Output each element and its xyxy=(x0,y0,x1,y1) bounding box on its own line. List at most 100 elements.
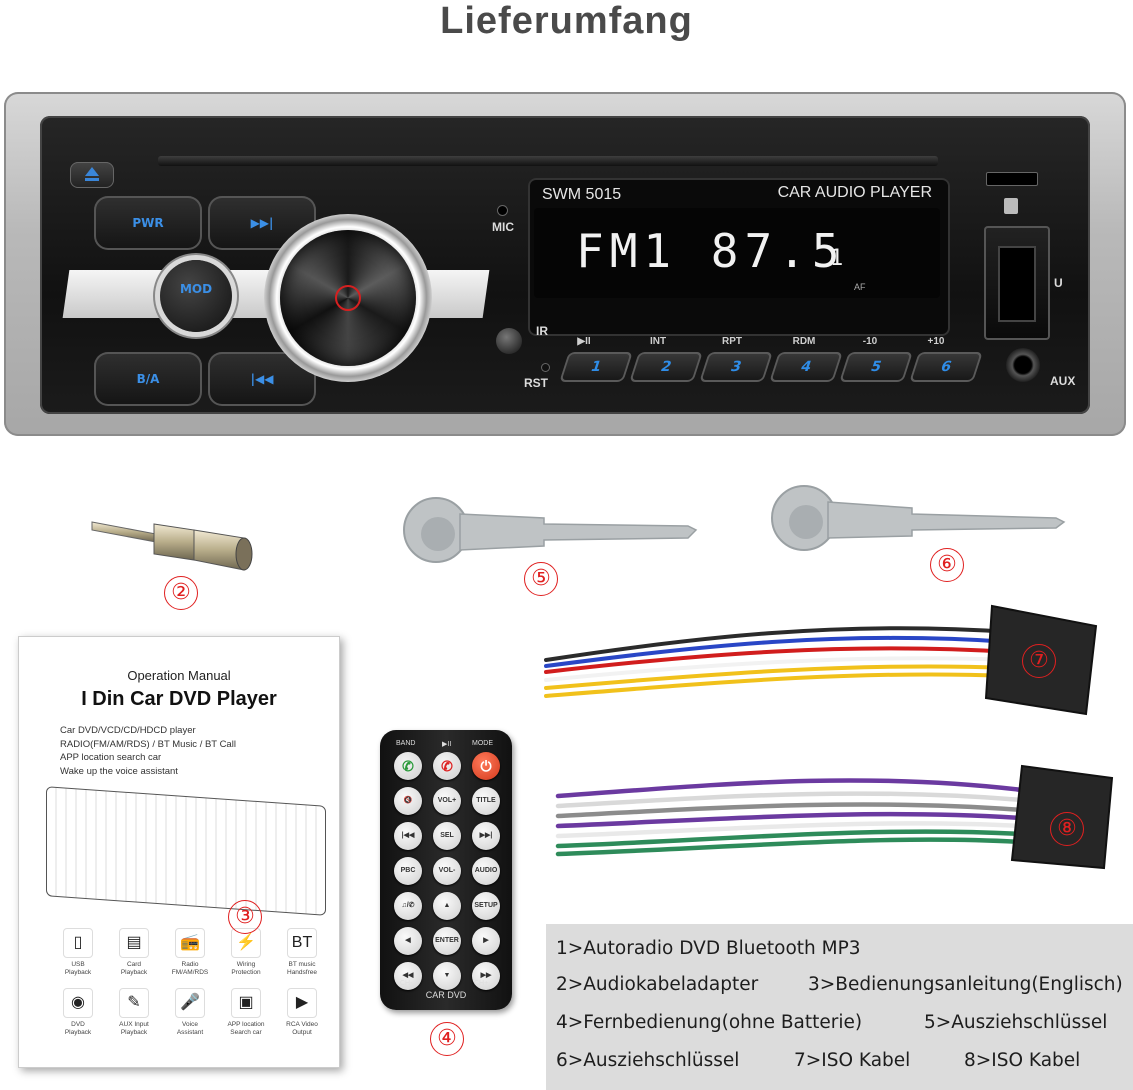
manual-feature-label: Wiring Protection xyxy=(231,961,261,976)
manual-feature-9: ▶RCA Video Output xyxy=(276,988,328,1036)
remote-key-20[interactable]: ▶▶ xyxy=(472,962,500,990)
control-cluster: PWR ▶▶| B/A |◀◀ MOD xyxy=(84,196,504,410)
rst-label: RST xyxy=(524,376,548,390)
usb-label: U xyxy=(1054,276,1063,290)
remote-key-13[interactable]: ▲ xyxy=(433,892,461,920)
fn-label-plus10: +10 xyxy=(927,336,945,347)
legend-item-1: 1>Autoradio DVD Bluetooth MP3 xyxy=(556,938,861,959)
item-number-7: ⑦ xyxy=(1022,644,1056,678)
ba-button[interactable]: B/A xyxy=(94,352,202,406)
radio-faceplate: PWR ▶▶| B/A |◀◀ MOD MIC SWM 5015 CAR AUD… xyxy=(40,116,1090,414)
preset-button-3[interactable]: 3 xyxy=(699,352,773,382)
reset-hole[interactable] xyxy=(542,364,549,371)
manual-feature-5: ◉ DVD Playback xyxy=(52,988,104,1036)
eject-icon xyxy=(85,167,99,176)
remote-key-15[interactable]: ◀ xyxy=(394,927,422,955)
manual-feature-icon: ◉ xyxy=(63,988,93,1018)
item-number-8: ⑧ xyxy=(1050,812,1084,846)
remote-ch-plus-label: CH+ xyxy=(474,980,489,987)
manual-feature-icon: ▣ xyxy=(231,988,261,1018)
remote-key-10[interactable]: VOL- xyxy=(433,857,461,885)
iso-cable-8 xyxy=(555,764,1114,870)
manual-features: Car DVD/VCD/CD/HDCD player RADIO(FM/AM/R… xyxy=(60,725,236,777)
manual-feature-icon: 🎤 xyxy=(175,988,205,1018)
remote-key-11[interactable]: AUDIO xyxy=(472,857,500,885)
legend-item-4: 4>Fernbedienung(ohne Batterie) xyxy=(556,1012,863,1033)
legend-item-2: 2>Audiokabeladapter xyxy=(556,974,759,995)
manual-feature-label: DVD Playback xyxy=(64,1021,92,1036)
lcd-screen: FM1 87.5 1 AF xyxy=(534,208,940,298)
mic-hole xyxy=(498,206,507,215)
remote-key-8[interactable]: ▶▶| xyxy=(472,822,500,850)
aux-label: AUX xyxy=(1050,374,1076,388)
legend-item-3: 3>Bedienungsanleitung(Englisch) xyxy=(808,974,1123,995)
remote-key-19[interactable]: ▼ xyxy=(433,962,461,990)
removal-key-6 xyxy=(771,485,1066,551)
remote-key-16[interactable]: ENTER xyxy=(433,927,461,955)
remote-band-label: BAND xyxy=(396,740,416,747)
manual-feature-icon: ▤ xyxy=(119,928,149,958)
item-number-4: ④ xyxy=(430,1022,464,1056)
manual-feature-label: Voice Assistant xyxy=(176,1021,204,1036)
fn-label-play: ▶II xyxy=(577,336,591,347)
prev-icon: |◀◀ xyxy=(250,372,274,386)
preset-button-2[interactable]: 2 xyxy=(629,352,703,382)
remote-key-12[interactable]: ♫/✆ xyxy=(394,892,422,920)
item-number-2: ② xyxy=(164,576,198,610)
aux-jack xyxy=(1006,348,1040,382)
sd-card-icon xyxy=(1004,198,1018,214)
remote-key-7[interactable]: SEL xyxy=(433,822,461,850)
remote-key-18[interactable]: ◀◀ xyxy=(394,962,422,990)
car-radio-unit: PWR ▶▶| B/A |◀◀ MOD MIC SWM 5015 CAR AUD… xyxy=(4,92,1126,436)
remote-key-14[interactable]: SETUP xyxy=(472,892,500,920)
preset-button-5[interactable]: 5 xyxy=(839,352,913,382)
remote-key-6[interactable]: |◀◀ xyxy=(394,822,422,850)
model-label: SWM 5015 xyxy=(542,186,622,203)
manual-feature-label: USB Playback xyxy=(64,961,92,976)
preset-button-6[interactable]: 6 xyxy=(909,352,983,382)
manual-feature-0: ▯ USB Playback xyxy=(52,928,104,976)
item-number-3: ③ xyxy=(228,900,262,934)
manual-feature-icon: ✎ xyxy=(119,988,149,1018)
manual-feature-icon: ▶ xyxy=(287,988,317,1018)
manual-feature-label: AUX Input Playback xyxy=(119,1021,149,1036)
fn-label-int: INT xyxy=(649,336,667,347)
remote-key-1[interactable]: ✆ xyxy=(433,752,461,780)
lcd-display: SWM 5015 CAR AUDIO PLAYER FM1 87.5 1 AF xyxy=(528,178,950,336)
remote-key-0[interactable]: ✆ xyxy=(394,752,422,780)
fn-label-minus10: -10 xyxy=(862,336,878,347)
legend-item-6: 6>Ausziehschlüssel xyxy=(556,1050,740,1071)
mic-label: MIC xyxy=(492,220,514,234)
remote-key-17[interactable]: ▶ xyxy=(472,927,500,955)
manual-feature-7: 🎤 Voice Assistant xyxy=(164,988,216,1036)
frequency-readout: FM1 87.5 xyxy=(576,224,846,278)
legend-item-5: 5>Ausziehschlüssel xyxy=(924,1012,1108,1033)
item-number-5: ⑤ xyxy=(524,562,558,596)
page-title: Lieferumfang xyxy=(440,0,693,42)
manual-feature-6: ✎ AUX Input Playback xyxy=(108,988,160,1036)
eject-button[interactable] xyxy=(70,162,114,188)
preset-button-4[interactable]: 4 xyxy=(769,352,843,382)
removal-key-5 xyxy=(403,497,698,563)
remote-key-3[interactable]: 🔇 xyxy=(394,787,422,815)
remote-key-2[interactable]: ⏻ xyxy=(472,752,500,780)
sd-card-slot xyxy=(986,172,1038,186)
manual-feature-1: ▤Card Playback xyxy=(108,928,160,976)
mode-button[interactable]: MOD xyxy=(160,260,232,332)
preset-button-1[interactable]: 1 xyxy=(559,352,633,382)
power-button[interactable]: PWR xyxy=(94,196,202,250)
manual-feature-2: 📻Radio FM/AM/RDS xyxy=(164,928,216,976)
af-indicator: AF xyxy=(854,282,866,292)
ir-label: IR xyxy=(536,324,548,338)
manual-feature-icon: ▯ xyxy=(63,928,93,958)
ir-sensor xyxy=(496,328,522,354)
display-title: CAR AUDIO PLAYER xyxy=(777,184,932,201)
remote-key-4[interactable]: VOL+ xyxy=(433,787,461,815)
volume-knob[interactable] xyxy=(280,230,416,366)
remote-key-5[interactable]: TITLE xyxy=(472,787,500,815)
remote-key-9[interactable]: PBC xyxy=(394,857,422,885)
operation-manual: Operation Manual I Din Car DVD Player Ca… xyxy=(18,636,340,1068)
manual-feature-icon: 📻 xyxy=(175,928,205,958)
antenna-adapter xyxy=(91,521,253,571)
